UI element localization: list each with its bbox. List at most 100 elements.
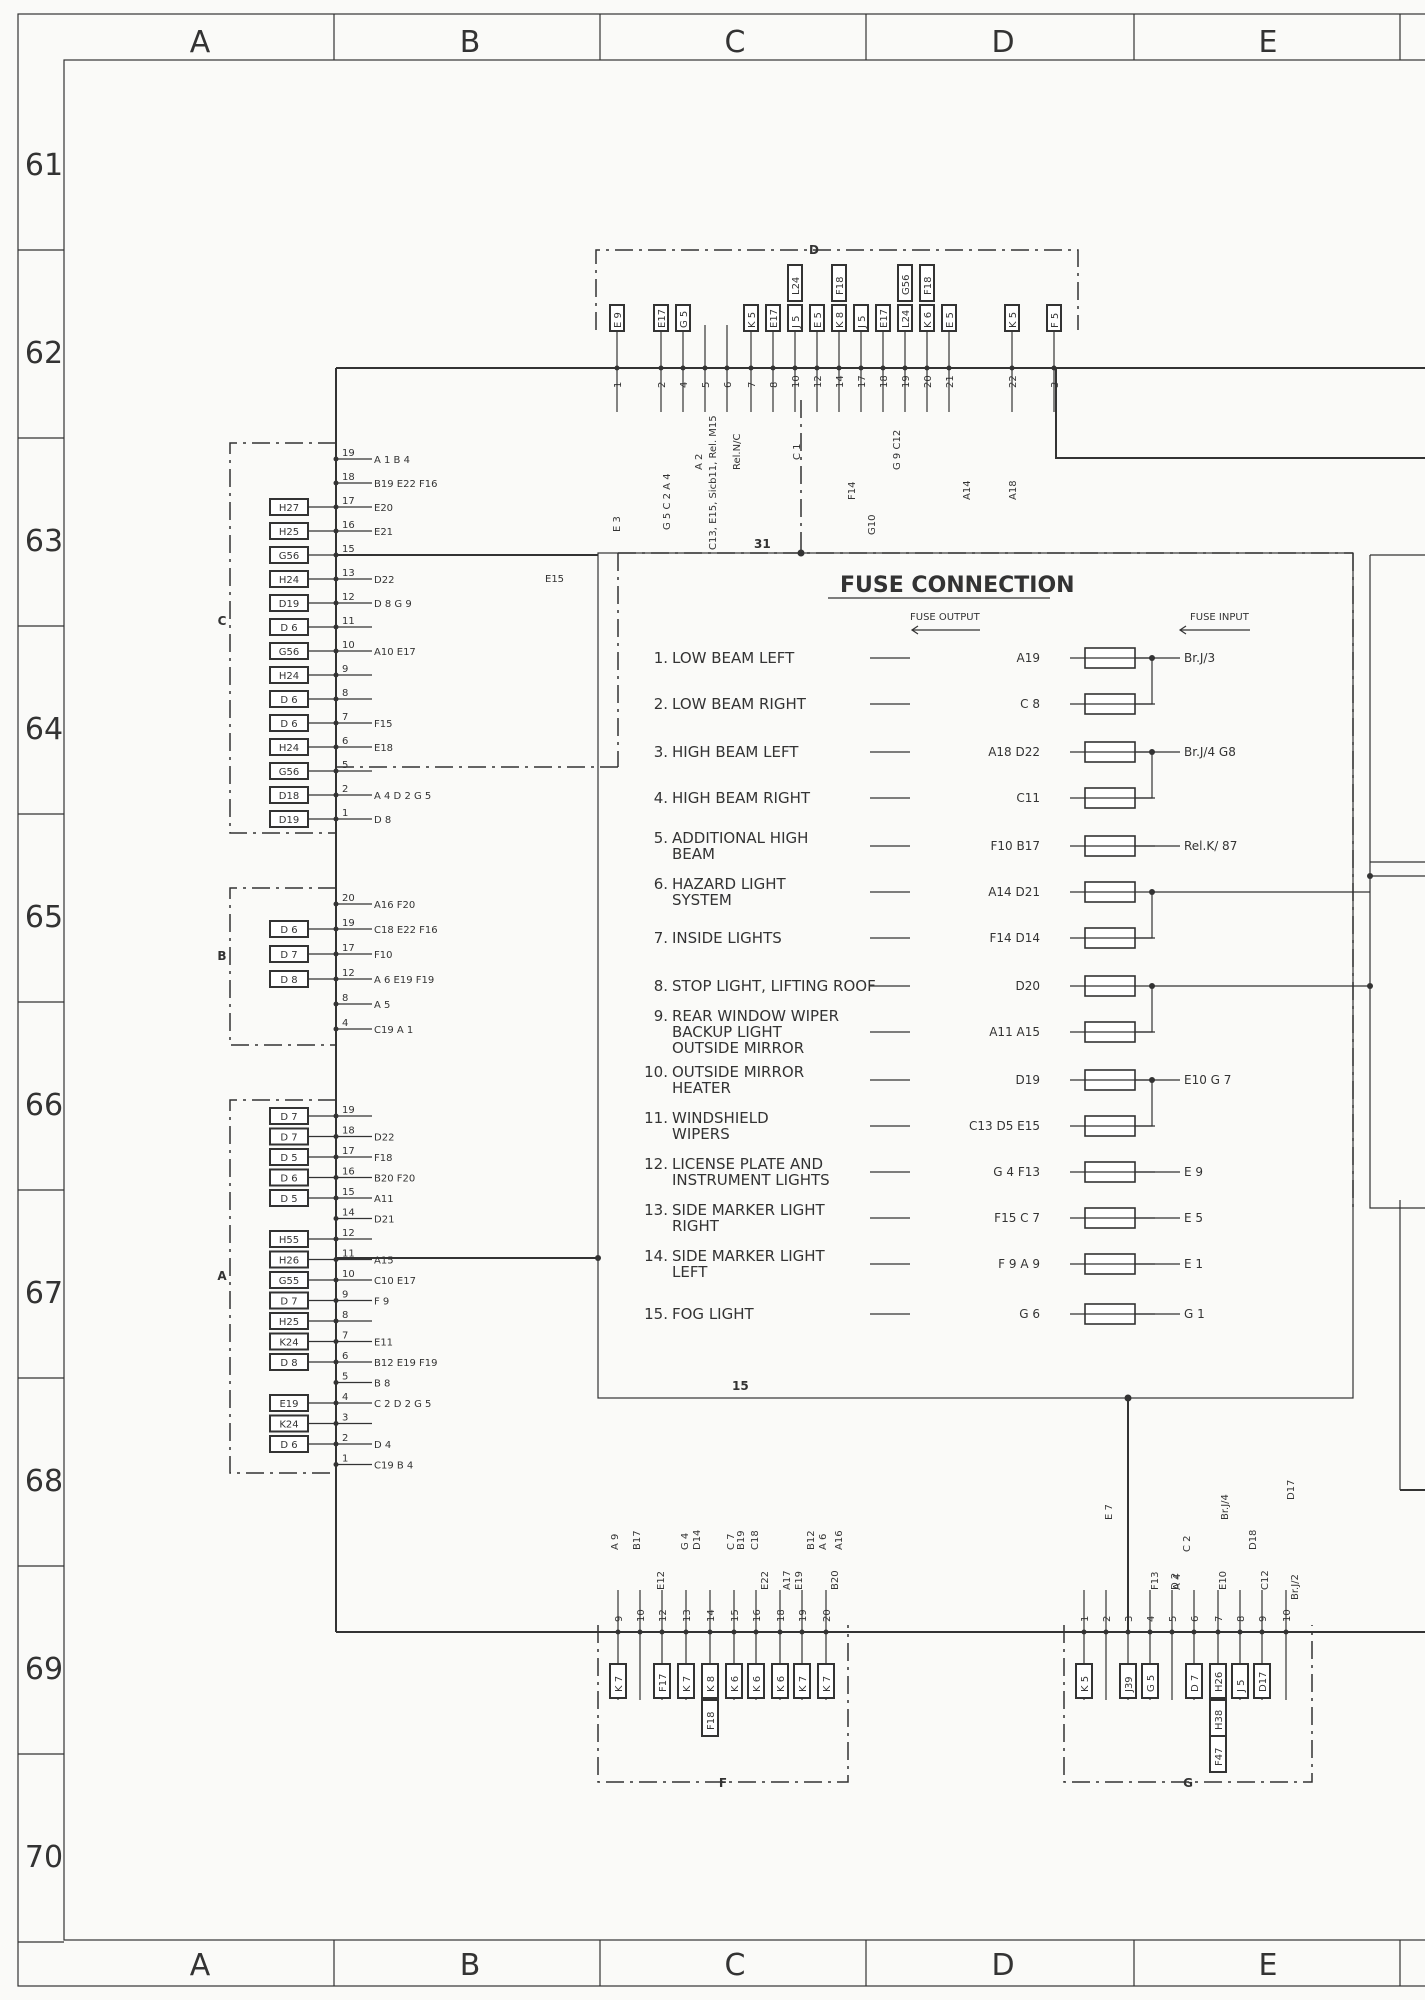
- pin-refs: F15: [374, 719, 392, 730]
- fuse-panel: [597, 552, 1354, 1399]
- pin-node: [792, 365, 798, 371]
- connector-letter: B: [217, 949, 226, 963]
- pin-refs: Rel.N/C: [732, 434, 743, 470]
- pin-code: H26: [1214, 1672, 1225, 1692]
- fuse-label: REAR WINDOW WIPER: [672, 1007, 839, 1025]
- pin-code-box: [1119, 1663, 1137, 1699]
- connector-letter: F: [719, 1776, 727, 1790]
- pin-refs: B 8: [374, 1379, 390, 1390]
- pin-code-box: [743, 304, 759, 332]
- pin-number: 19: [901, 375, 912, 388]
- pin-refs: B19 E22 F16: [374, 479, 437, 490]
- pin-refs: C13, E15, Sicb11, Rel. M15: [708, 415, 719, 550]
- pin-node: [1081, 1629, 1087, 1635]
- wire-node: [1367, 873, 1373, 879]
- fuse-label: RIGHT: [672, 1217, 720, 1235]
- pin-code: E17: [657, 309, 668, 328]
- pin-number: 9: [342, 1290, 348, 1301]
- fuse-output-codes: F10 B17: [991, 839, 1041, 853]
- pin-code: K 8: [706, 1676, 717, 1692]
- pin-refs: D22: [374, 575, 394, 586]
- fuse-code-bg: [910, 697, 1070, 711]
- pin-refs: B19: [736, 1530, 747, 1550]
- pin-code: D 6: [280, 1174, 297, 1185]
- fuse-bridge: [1135, 658, 1153, 705]
- pin-code-box: [787, 304, 803, 332]
- pin-number: 2: [342, 1433, 348, 1444]
- pin-code-box-top: [831, 264, 847, 302]
- pin-code: H55: [279, 1235, 299, 1246]
- grid-row-label: 69: [25, 1652, 63, 1687]
- pin-code: K24: [279, 1420, 298, 1431]
- fuse-output-arrowhead: [910, 625, 919, 635]
- pin-number: 18: [342, 1126, 355, 1137]
- pin-node: [659, 1629, 665, 1635]
- pin-code-box-top: [787, 264, 803, 302]
- pin-code: K 7: [798, 1676, 809, 1692]
- pin-refs: C 2: [1182, 1535, 1193, 1552]
- pin-code: E 5: [945, 312, 956, 328]
- grid-col-top: E: [1259, 25, 1278, 60]
- pin-code-box: [269, 1414, 309, 1433]
- pin-node: [946, 365, 952, 371]
- pin-code-box: [919, 304, 935, 332]
- fuse-input-code: E 5: [1184, 1211, 1203, 1225]
- pin-code: D19: [279, 815, 299, 826]
- fuse-label: BEAM: [672, 845, 715, 863]
- pin-refs: F14: [847, 482, 858, 500]
- pin-refs: C 2 D 2 G 5: [374, 1399, 431, 1410]
- grid-row-label: 64: [25, 712, 63, 747]
- pin-refs: G 5 C 2 A 4: [662, 473, 673, 530]
- pin-code: J 5: [1236, 1680, 1247, 1694]
- pin-number: 8: [342, 1310, 348, 1321]
- fuse-bridge-node: [1149, 749, 1155, 755]
- pin-node: [1283, 1629, 1289, 1635]
- grid-row-label: 63: [25, 524, 63, 559]
- pin-node: [1191, 1629, 1197, 1635]
- fuse-input-code: Br.J/3: [1184, 651, 1215, 665]
- pin-code: D 6: [280, 695, 297, 706]
- pin-code: K 7: [822, 1676, 833, 1692]
- pin-code: D 7: [280, 1297, 297, 1308]
- pin-node: [770, 365, 776, 371]
- pin-code: D 7: [280, 950, 297, 961]
- pin-code: D 6: [280, 1440, 297, 1451]
- pin-number: 3: [1050, 382, 1061, 388]
- pin-refs: E21: [374, 527, 393, 538]
- connector-letter: D: [809, 243, 819, 257]
- pin-refs: F 9: [374, 1297, 389, 1308]
- pin-refs: D 8: [374, 815, 391, 826]
- pin-number: 12: [658, 1609, 669, 1622]
- fuse-label: LOW BEAM LEFT: [672, 649, 795, 667]
- fuse-output-codes: F 9 A 9: [998, 1257, 1040, 1271]
- pin-refs: E10: [1218, 1571, 1229, 1590]
- pin-code-box: [269, 1148, 309, 1166]
- pin-number: 12: [342, 592, 355, 603]
- grid-col-bottom: D: [991, 1948, 1014, 1983]
- pin-code-box: [853, 304, 869, 332]
- node-15: [1124, 1394, 1132, 1402]
- fuse-label: HIGH BEAM LEFT: [672, 743, 799, 761]
- pin-number: 9: [1258, 1616, 1269, 1622]
- pin-refs: D14: [692, 1530, 703, 1550]
- pin-number: 10: [342, 640, 355, 651]
- pin-number: 12: [813, 375, 824, 388]
- fuse-number: 8.: [654, 977, 668, 995]
- pin-code-box: [269, 1394, 309, 1412]
- fuse-label: WINDSHIELD: [672, 1109, 769, 1127]
- pin-code: K 8: [835, 312, 846, 328]
- connector-outline: [229, 442, 336, 834]
- fuse-code-bg: [910, 1073, 1070, 1087]
- pin-refs: E22: [760, 1571, 771, 1590]
- fuse-number: 2.: [654, 695, 668, 713]
- grid-col-bottom: A: [190, 1948, 211, 1983]
- fuse-number: 1.: [654, 649, 668, 667]
- fuse-label: BACKUP LIGHT: [672, 1023, 783, 1041]
- pin-number: 7: [1214, 1616, 1225, 1622]
- pin-number: 11: [342, 616, 355, 627]
